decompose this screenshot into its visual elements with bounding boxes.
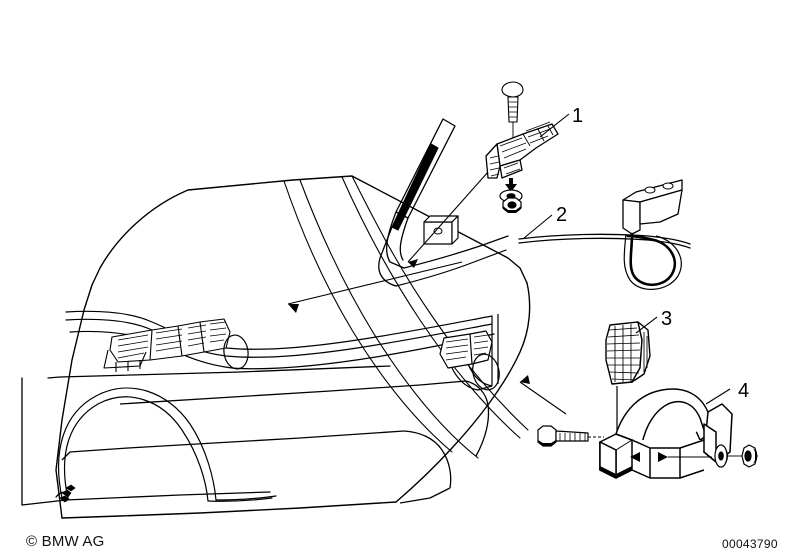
fender-clip-detail	[59, 484, 76, 503]
nut-part-1-shade	[503, 206, 521, 213]
washer-part-4-shade	[721, 445, 728, 467]
leader-line-1	[539, 113, 570, 138]
hood-hinge-bracket-right	[439, 330, 493, 369]
copyright-notice: © BMW AG	[26, 533, 105, 550]
prop-rod-foot-bracket	[423, 215, 459, 245]
leader-line-3	[635, 316, 658, 334]
leader-line-4-to-hood	[519, 375, 567, 415]
hood-latch-assembly	[109, 318, 231, 363]
hinge-pivot-loop-right	[472, 353, 500, 391]
callout-number-3: 3	[661, 308, 673, 330]
assembly-arrow-part-4-right	[658, 452, 668, 462]
assembly-arrow-part-4-left	[630, 452, 640, 462]
front-fender-outline	[21, 365, 391, 506]
leader-line-4	[705, 388, 731, 405]
drawing-number: 00043790	[722, 537, 778, 551]
assembly-arrow-part-1	[505, 178, 517, 192]
hood-hinge-bracket-hatching	[445, 334, 489, 361]
leader-line-1-to-hood	[407, 171, 489, 268]
hood-crease-lines	[283, 175, 529, 459]
prop-rod-shaft	[391, 143, 439, 231]
screw-part-1	[501, 81, 524, 123]
release-cable	[518, 233, 691, 249]
hook-inner-line-part-2	[623, 233, 682, 290]
prop-rod-lower-arm	[378, 211, 409, 287]
leader-line-2	[523, 214, 553, 239]
nut-part-4-shade	[753, 448, 757, 464]
bolt-part-4-shade	[538, 440, 556, 446]
saddle-bracket-bottom-dark	[600, 466, 632, 478]
bracket-part-1-hatching	[489, 121, 551, 177]
callout-number-4: 4	[738, 380, 750, 402]
screw-part-1-threads	[509, 101, 517, 118]
nut-part-4	[741, 444, 758, 468]
leader-line-2-to-hood	[287, 261, 463, 313]
bolt-part-4-threads	[559, 433, 586, 441]
hinge-arm-right	[451, 314, 499, 391]
saddle-bracket-part-4	[599, 388, 733, 479]
hood-hinge-spring-loop	[223, 334, 249, 370]
buffer-pad-part-3	[605, 321, 651, 385]
fender-lower-edge	[207, 495, 277, 502]
buffer-pad-hatching	[606, 324, 648, 382]
bracket-part-1-ribs	[522, 125, 554, 147]
callout-number-1: 1	[572, 105, 584, 127]
hood-inner-panel	[61, 380, 490, 504]
callout-number-2: 2	[556, 204, 568, 226]
hook-bracket-holes	[644, 182, 674, 194]
hood-latch-hatching	[117, 321, 227, 359]
engine-hood-outline	[55, 175, 531, 519]
hood-latch-mount-plate	[103, 349, 147, 372]
hook-curve-part-2	[626, 232, 677, 287]
